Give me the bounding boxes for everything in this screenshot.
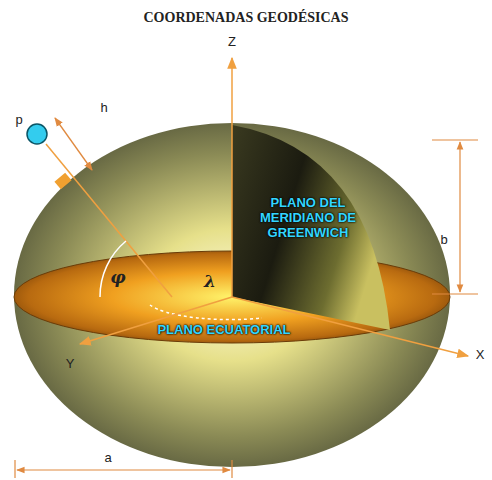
dimension-label: b — [440, 233, 447, 248]
dimension-label: a — [104, 451, 111, 466]
point-label: p — [15, 113, 22, 128]
angle-label: φ — [110, 268, 125, 288]
dimension-label: h — [100, 101, 107, 116]
plane-label: PLANO ECUATORIAL — [157, 323, 290, 338]
angle-label: λ — [204, 272, 216, 292]
axis-label: Z — [228, 35, 236, 50]
plane-label: PLANO DEL MERIDIANO DE GREENWICH — [249, 196, 367, 241]
axis-label: X — [476, 348, 485, 363]
axis-label: Y — [66, 357, 75, 372]
diagram-title: COORDENADAS GEODÉSICAS — [144, 10, 349, 26]
